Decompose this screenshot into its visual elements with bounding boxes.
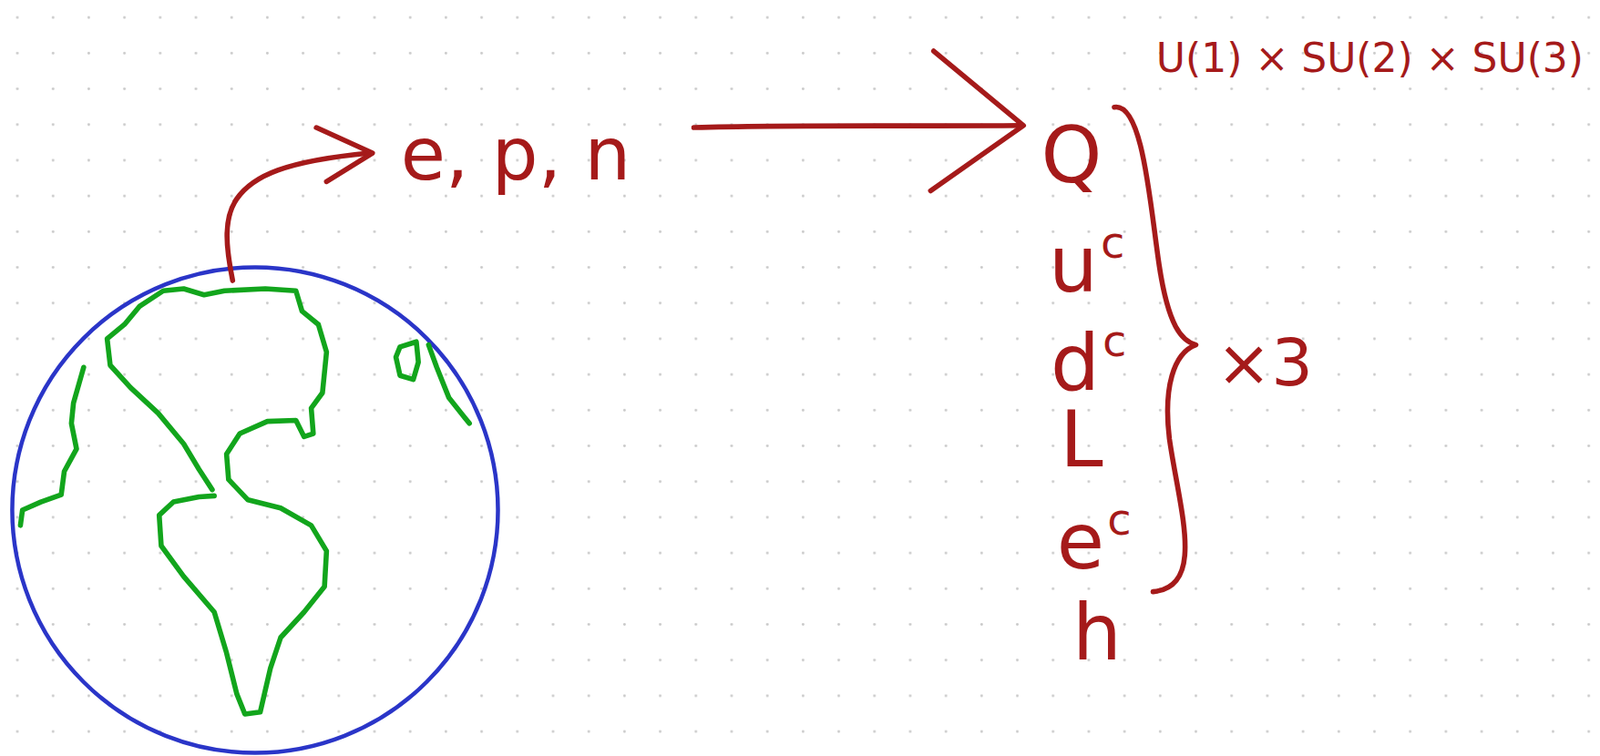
group-title: U(1) × SU(2) × SU(3) <box>1156 38 1584 79</box>
field-name: e <box>1056 502 1105 581</box>
arrow-head <box>316 127 373 182</box>
field-name: d <box>1050 324 1100 402</box>
continents <box>20 288 470 715</box>
superscript: c <box>1100 220 1125 265</box>
arrows <box>226 51 1196 593</box>
multiplicity: ×3 <box>1216 329 1313 396</box>
superscript: c <box>1102 318 1127 363</box>
field-name: L <box>1059 400 1103 479</box>
emerge-arrow <box>226 153 370 281</box>
arrow-head <box>930 51 1024 191</box>
field-name: h <box>1072 594 1122 672</box>
superscript: c <box>1107 497 1131 542</box>
field-name: u <box>1048 225 1098 304</box>
particle-list: e, p, n <box>400 118 631 192</box>
earth-globe <box>11 266 498 753</box>
field-name: Q <box>1041 116 1103 195</box>
long-arrow <box>694 125 1021 128</box>
